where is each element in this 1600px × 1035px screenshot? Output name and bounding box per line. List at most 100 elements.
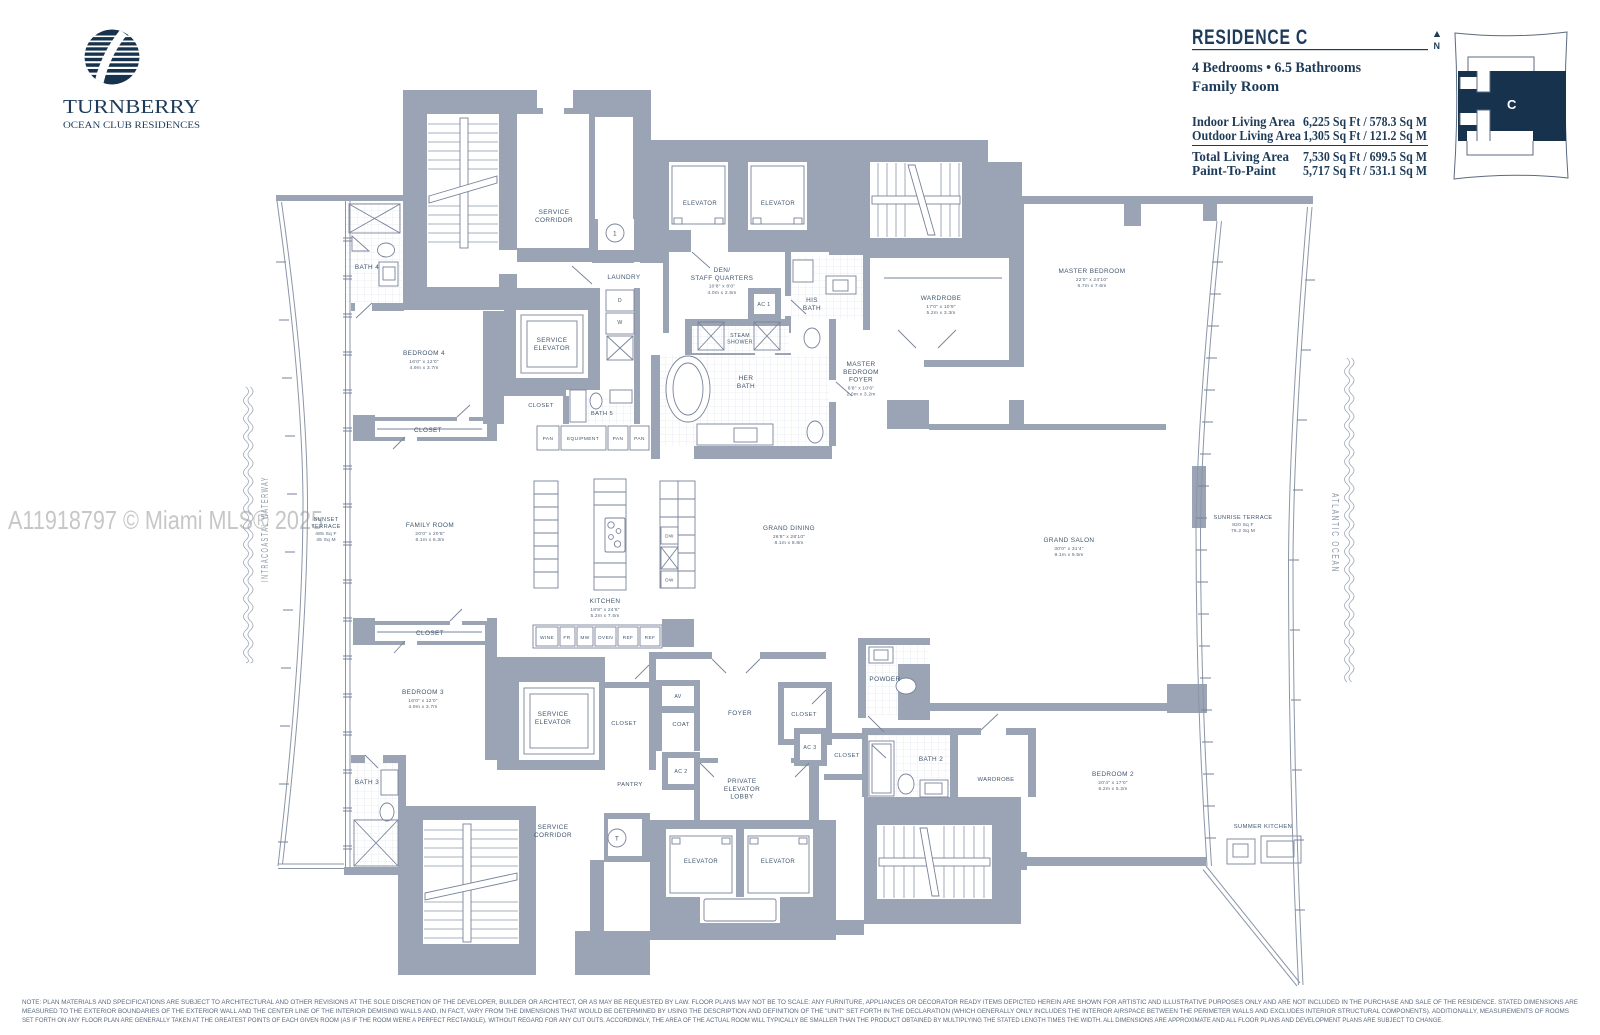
plan-walls-part (398, 806, 536, 820)
plan-walls-part (592, 219, 598, 250)
room-label-closet-hall-top: CLOSET (528, 403, 554, 409)
room-label-laundry: LAUNDRY (607, 274, 641, 281)
elevator-cabs-top-part (750, 165, 805, 225)
kitchen-islands-part (660, 570, 679, 589)
room-dims-kitchen: 5.2m x 7.5m (590, 613, 619, 619)
room-label-wardrobe-2: WARDROBE (977, 777, 1014, 783)
tag-label-pan-1: PAN (543, 436, 554, 442)
room-label-private-elevator-lobby: ELEVATOR (724, 786, 760, 793)
plan-walls-part (383, 755, 398, 763)
elevator-cabs-top-part (793, 217, 803, 225)
tag-label-t-circle-bottom: T (615, 836, 619, 843)
stair-bottom-left-part (424, 872, 518, 901)
elevator-cabs-top-part (671, 165, 726, 225)
kitchen-islands-part (608, 534, 614, 540)
room-label-private-elevator-lobby: PRIVATE (727, 778, 756, 785)
key-plan-part-part (1460, 77, 1477, 89)
east-squiggle (1344, 357, 1350, 683)
stats-rule (1192, 145, 1428, 146)
kitchen-appliance-row (532, 619, 694, 649)
kitchen-islands-part (660, 546, 679, 570)
plan-room-cutouts-part (754, 294, 775, 314)
key-plan-part (1459, 56, 1535, 156)
exterior-walls-part (343, 237, 352, 850)
room-dims-den-staff-quarters: 4.0m x 2.5m (707, 290, 736, 296)
steam-shower-fixtures-part (753, 321, 781, 351)
plan-walls-part (485, 624, 497, 760)
plan-walls-part (649, 682, 656, 770)
plan-room-cutouts-part (700, 897, 780, 923)
plan-walls-part (351, 755, 365, 763)
plan-walls-part (858, 638, 930, 645)
plan-walls-part (663, 263, 669, 333)
north-label: N (1434, 41, 1442, 51)
plan-walls-part (1006, 728, 1036, 735)
tag-label-dw-1: DW (665, 534, 674, 539)
plan-walls-part (829, 238, 1009, 258)
plan-walls-part (778, 682, 784, 745)
kitchen-islands-part (613, 540, 622, 548)
kitchen-islands-part (604, 517, 626, 553)
plan-walls-part (1192, 466, 1206, 528)
tag-label-w-box: W (617, 320, 622, 326)
stair-top-right-part (871, 195, 961, 205)
plan-walls-part (809, 760, 819, 820)
room-dims-grand-dining: 26'8" x 28'10" (773, 534, 805, 540)
his-bath-fixtures-part (832, 279, 849, 292)
elevator-cabs-bottom-part (747, 835, 810, 894)
kitchen-appliance-row-part (559, 626, 576, 647)
plan-walls-part (694, 760, 700, 820)
plan-walls-part (907, 703, 1167, 711)
keyplan-unit-label: C (1507, 97, 1517, 112)
room-dims-grand-dining: 8.1m x 8.8m (774, 540, 803, 546)
plan-walls-part (375, 641, 405, 645)
service-elevator-top-cab (520, 314, 584, 374)
room-label-summer-kitchen: SUMMER KITCHEN (1234, 824, 1292, 830)
plan-walls-part (651, 355, 660, 459)
trash-chute-top-circle (605, 223, 625, 243)
plan-walls-part (353, 415, 375, 441)
elevator-cabs-top-part (714, 217, 724, 225)
stair-bottom-right-part (919, 827, 940, 897)
kitchen-appliance-row-part (594, 626, 617, 647)
plan-room-cutouts-part (519, 682, 599, 760)
steam-shower-fixtures-part (697, 321, 725, 351)
powder-fixtures-part (868, 646, 894, 664)
laundry-appliances-part (605, 312, 635, 335)
room-label-steam-shower: STEAM (730, 333, 750, 339)
exterior-walls-part (1287, 206, 1313, 986)
room-label-service-elevator-bottom: ELEVATOR (535, 719, 571, 726)
powder-fixtures-part (873, 649, 889, 661)
plan-walls-part (344, 867, 406, 875)
laundry-appliances (605, 289, 635, 361)
door-leaves-part (355, 251, 999, 778)
stat-value-outdoor: 1,305 Sq Ft / 121.2 Sq M (1303, 128, 1427, 143)
elevator-cabs-bottom (669, 835, 810, 922)
exterior-walls-part (1196, 261, 1223, 839)
stair-top-right-part (907, 164, 936, 236)
room-dims-kitchen: 18'8" x 24'6" (590, 607, 619, 613)
subtitle-family-room: Family Room (1192, 79, 1280, 95)
summer-kitchen-fixtures-part (1226, 838, 1256, 865)
plan-walls-part (685, 319, 791, 326)
room-label-closet-ac3: CLOSET (834, 753, 860, 759)
stair-top-left (428, 117, 498, 249)
plan-walls-part (656, 707, 700, 713)
plan-walls-part (858, 638, 866, 718)
bath-5-fixtures-part (569, 389, 587, 423)
plan-walls-part (1203, 204, 1217, 221)
plan-walls-part (592, 250, 634, 263)
her-bath-fixtures-part (672, 362, 704, 416)
room-label-master-bedroom-foyer: MASTER (846, 361, 875, 368)
bath-2-fixtures-part (924, 782, 943, 795)
plan-walls-part (504, 390, 566, 396)
plan-walls-part (276, 195, 404, 201)
plan-walls-part (462, 621, 487, 625)
room-label-sunset-terrace: SUNSET (313, 517, 338, 523)
summer-kitchen-fixtures (1226, 835, 1302, 865)
room-label-closet-foyer: CLOSET (791, 712, 817, 718)
tag-label-pan-3: PAN (634, 436, 645, 442)
elevator-cabs-bottom-part (749, 837, 759, 845)
residence-title: RESIDENCE C (1192, 26, 1308, 49)
room-label-service-corridor-top: CORRIDOR (535, 217, 573, 224)
